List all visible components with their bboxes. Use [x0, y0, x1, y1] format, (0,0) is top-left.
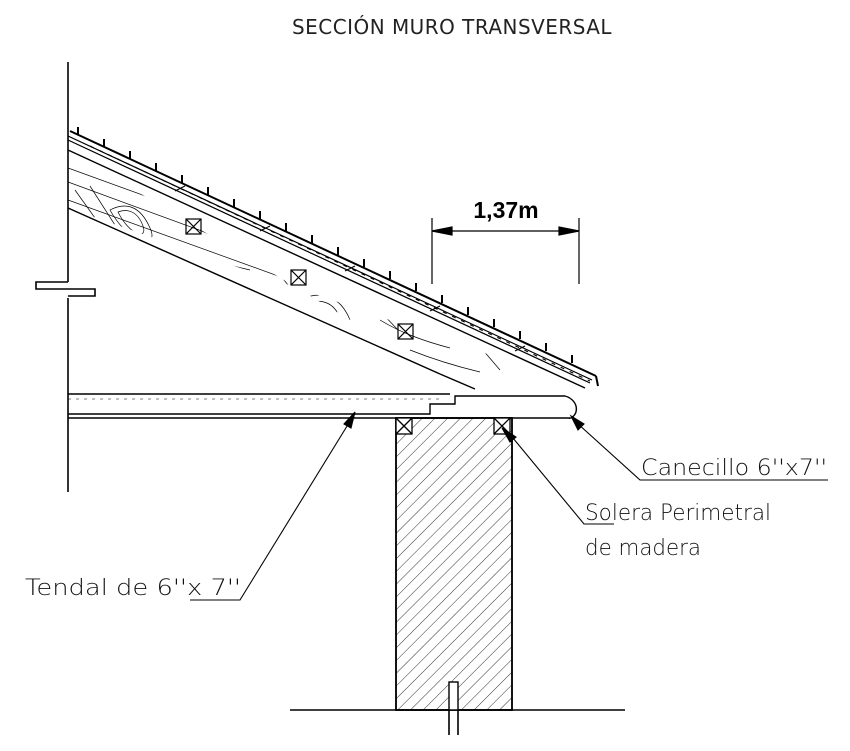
sill-plate-left: [395, 417, 413, 435]
purlin-3: [397, 323, 414, 340]
label-solera-line1: Solera Perimetral: [585, 501, 771, 526]
dimension-line: [431, 218, 580, 284]
drawing-title: SECCIÓN MURO TRANSVERSAL: [292, 15, 612, 39]
roof-battens: [89, 145, 591, 382]
roof-tiles: [69, 127, 599, 387]
label-canecillo: Canecillo 6''x7'': [641, 456, 827, 481]
leader-tendal: [190, 411, 356, 601]
leader-solera: [501, 427, 614, 525]
purlin-2: [290, 269, 307, 286]
label-solera-line2: de madera: [585, 536, 701, 561]
purlin-1: [185, 218, 202, 235]
dimension-text: 1,37m: [473, 197, 538, 223]
leader-canecillo: [569, 414, 828, 481]
existing-wall: [35, 62, 96, 492]
roof-assembly: [67, 127, 599, 390]
masonry-wall: [290, 417, 625, 735]
ceiling-beam: [68, 393, 578, 420]
label-tendal: Tendal de 6''x 7'': [25, 576, 241, 601]
